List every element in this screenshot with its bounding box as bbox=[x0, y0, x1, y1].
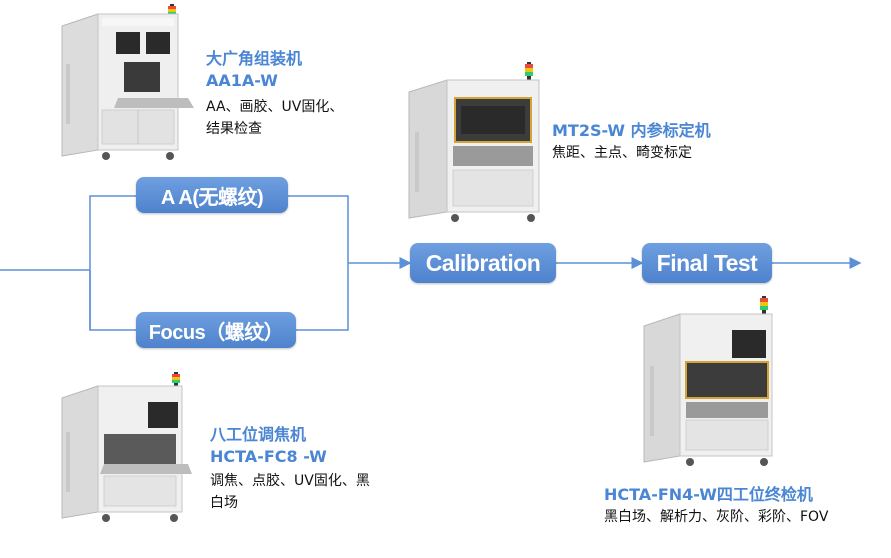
aa-machine-model: AA1A-W bbox=[206, 71, 278, 90]
calibration-machine-name: MT2S-W 内参标定机 bbox=[552, 121, 711, 140]
aa-machine-desc-1: AA、画胶、UV固化、 bbox=[206, 99, 344, 115]
aa-machine-image bbox=[61, 4, 194, 160]
calibration-machine-label: MT2S-W 内参标定机 焦距、主点、畸变标定 bbox=[552, 120, 772, 164]
branch-merge bbox=[288, 195, 349, 331]
step-aa-pill: A A(无螺纹) bbox=[136, 177, 288, 213]
focus-machine-name: 八工位调焦机 bbox=[210, 425, 307, 444]
focus-machine-model: HCTA-FC8 -W bbox=[210, 447, 327, 466]
step-final-test-pill: Final Test bbox=[642, 243, 772, 283]
final-test-machine-name: HCTA-FN4-W四工位终检机 bbox=[604, 485, 813, 504]
step-calibration-pill: Calibration bbox=[410, 243, 556, 283]
final-test-machine-label: HCTA-FN4-W四工位终检机 黑白场、解析力、灰阶、彩阶、FOV bbox=[604, 484, 886, 528]
aa-machine-desc-2: 结果检查 bbox=[206, 121, 262, 137]
aa-machine-name: 大广角组装机 bbox=[206, 49, 303, 68]
final-test-machine-desc: 黑白场、解析力、灰阶、彩阶、FOV bbox=[604, 509, 829, 525]
branch-upper-left bbox=[89, 195, 136, 330]
calibration-machine-image bbox=[408, 62, 540, 222]
calibration-machine-desc: 焦距、主点、畸变标定 bbox=[552, 145, 692, 161]
focus-machine-label: 八工位调焦机 HCTA-FC8 -W 调焦、点胶、UV固化、黑 白场 bbox=[210, 424, 420, 514]
step-focus-pill: Focus（螺纹） bbox=[136, 312, 296, 348]
final-test-machine-image bbox=[643, 296, 773, 466]
focus-machine-desc-1: 调焦、点胶、UV固化、黑 bbox=[210, 473, 370, 489]
focus-machine-desc-2: 白场 bbox=[210, 495, 238, 511]
branch-lower-left bbox=[89, 270, 136, 331]
aa-machine-label: 大广角组装机 AA1A-W AA、画胶、UV固化、 结果检查 bbox=[206, 48, 406, 140]
focus-machine-image bbox=[61, 372, 192, 522]
